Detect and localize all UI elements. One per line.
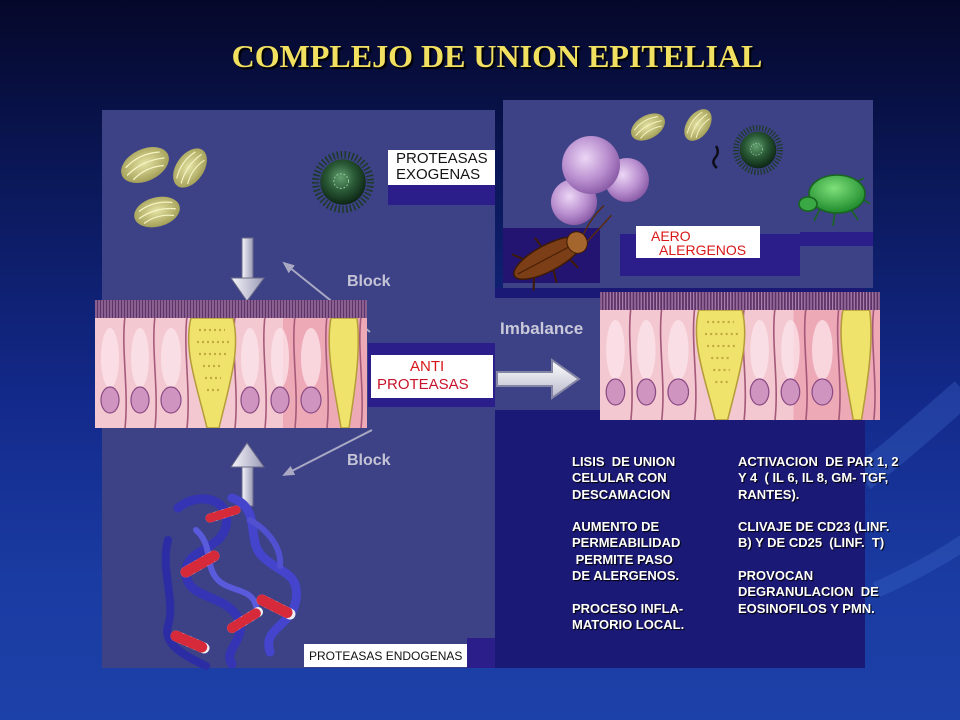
note-line: CLIVAJE DE CD23 (LINF. <box>738 519 890 535</box>
protein-strand <box>193 527 259 609</box>
aeroallergens-label-line2: ALERGENOS <box>659 242 747 258</box>
note-line: CELULAR CON <box>572 470 667 486</box>
note-line: PERMITE PASO <box>572 551 673 567</box>
imbalance-label: Imbalance <box>500 319 584 338</box>
protein-helix <box>205 505 241 523</box>
note-paragraph-inflammation: PROCESO INFLA- MATORIO LOCAL. <box>572 601 684 634</box>
background-swoosh <box>853 381 960 490</box>
notes-left-column: LISIS DE UNION CELULAR CON DESCAMACION A… <box>572 454 684 650</box>
arrow-shaft <box>241 237 254 282</box>
antiproteases-label-line1: ANTI <box>410 358 445 375</box>
exogenous-proteases-picture <box>114 139 495 233</box>
note-line: MATORIO LOCAL. <box>572 616 685 632</box>
note-paragraph-degranulation: PROVOCAN DEGRANULACION DE EOSINOFILOS Y … <box>738 568 899 617</box>
note-line: PROVOCAN <box>738 568 814 584</box>
dust-mite-icon <box>798 174 871 227</box>
antiproteases-label-line2: PROTEASAS <box>377 376 469 393</box>
block-label-upper: Block <box>347 273 391 290</box>
cockroach-legs <box>511 237 579 291</box>
note-line: PERMEABILIDAD <box>572 535 681 551</box>
note-line: DE ALERGENOS. <box>572 568 680 584</box>
cockroach-icon <box>511 205 612 291</box>
up-arrow-icon <box>230 442 265 507</box>
notes-right-column: ACTIVACION DE PAR 1, 2 Y 4 ( IL 6, IL 8,… <box>738 454 899 633</box>
exogenous-proteases-label-box <box>388 150 495 185</box>
block-arrow-lower-icon <box>282 429 373 476</box>
note-line: EOSINOFILOS Y PMN. <box>738 600 875 616</box>
arrow-head <box>230 442 265 468</box>
protein-ribbon-icon <box>161 493 301 670</box>
exogenous-proteases-label-band <box>388 185 495 205</box>
down-arrow-icon <box>230 237 265 302</box>
note-paragraph-cleavage: CLIVAJE DE CD23 (LINF. B) Y DE CD25 (LIN… <box>738 519 899 552</box>
note-line: ACTIVACION DE PAR 1, 2 <box>738 454 899 469</box>
aeroallergens-label-band <box>800 232 873 246</box>
endogenous-proteases-label-box <box>304 644 467 667</box>
protein-helix <box>170 630 210 654</box>
block-label-lower: Block <box>347 452 391 469</box>
protein-helix <box>227 607 263 633</box>
note-paragraph-permeability: AUMENTO DE PERMEABILIDAD PERMITE PASO DE… <box>572 519 684 584</box>
note-paragraph-junction-lysis: LISIS DE UNION CELULAR CON DESCAMACION <box>572 454 684 503</box>
note-line: RANTES). <box>738 486 800 502</box>
cockroach-wing-line <box>517 245 572 275</box>
note-line: AUMENTO DE <box>572 519 660 535</box>
endogenous-proteases-label-band <box>467 638 495 668</box>
mite-head <box>798 196 818 212</box>
slide-title: COMPLEJO DE UNION EPITELIAL <box>231 38 763 74</box>
note-line: PROCESO INFLA- <box>572 600 684 616</box>
note-line: LISIS DE UNION <box>572 454 676 469</box>
epithelium-damaged-icon <box>600 292 880 420</box>
antiproteases-label-box <box>371 355 493 398</box>
fiber-icon <box>712 145 719 169</box>
protein-helix <box>180 550 220 578</box>
exogenous-proteases-label-line2: EXOGENAS <box>396 166 481 183</box>
imbalance-arrow-icon <box>496 358 581 400</box>
note-line: DEGRANULACION DE <box>738 584 879 600</box>
note-paragraph-par-activation: ACTIVACION DE PAR 1, 2 Y 4 ( IL 6, IL 8,… <box>738 454 899 503</box>
allergen-sphere-icon <box>562 136 620 194</box>
protein-strand <box>247 517 284 569</box>
endogenous-proteases-label: PROTEASAS ENDOGENAS <box>309 649 463 663</box>
arrow-head <box>230 277 265 302</box>
cockroach-antennae <box>582 205 612 243</box>
note-line: B) Y DE CD25 (LINF. T) <box>738 535 885 551</box>
cockroach-pronotum <box>566 231 588 254</box>
exogenous-proteases-label-line1: PROTEASAS <box>396 150 488 167</box>
background-swoosh <box>872 535 960 598</box>
note-line: Y 4 ( IL 6, IL 8, GM- TGF, <box>738 470 889 486</box>
protein-helix <box>256 594 296 620</box>
aeroallergens-label-line1: AERO <box>651 228 691 244</box>
epithelium-normal-icon <box>95 300 367 428</box>
note-line: DESCAMACION <box>572 486 671 502</box>
mite-body <box>808 174 866 214</box>
aeroallergens-picture <box>503 103 873 291</box>
imbalance-panel <box>495 298 605 410</box>
protein-strand <box>161 536 210 670</box>
aeroallergens-label-box <box>636 226 760 258</box>
